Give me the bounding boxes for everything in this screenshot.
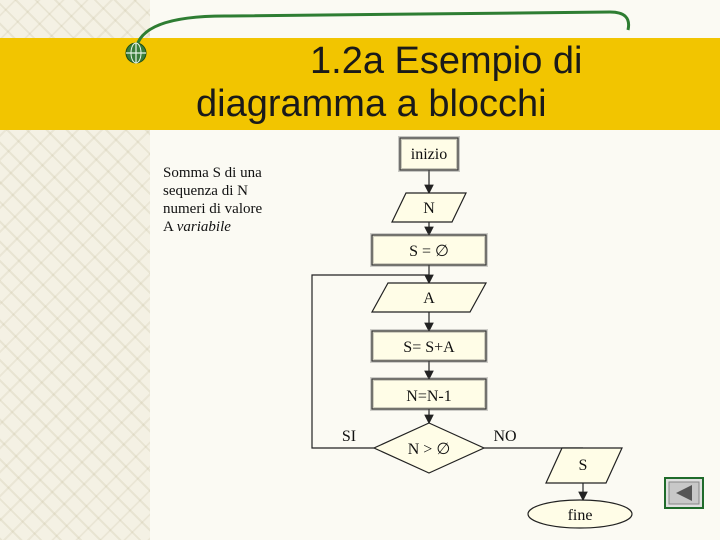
loop-back-connector: [311, 274, 429, 449]
page-title: 1.2a Esempio di diagramma a blocchi: [160, 40, 640, 126]
input-a-node: A: [370, 282, 488, 313]
no-branch-label: NO: [493, 428, 516, 445]
sum-label: S= S+A: [403, 339, 455, 356]
description-italic: variabile: [176, 219, 231, 235]
decorative-swoosh: [134, 10, 631, 51]
input-n-label: N: [423, 200, 435, 217]
title-line-1: 1.2a Esempio di: [310, 40, 583, 82]
sum-node: S= S+A: [370, 329, 488, 363]
globe-bullet-icon: [125, 42, 147, 64]
output-s-label: S: [579, 457, 588, 474]
input-a-label: A: [423, 290, 435, 307]
decrement-node: N=N-1: [370, 377, 488, 411]
output-s-node: S: [545, 447, 623, 484]
description-line-3: numeri di valore: [163, 201, 263, 217]
description-line-4: A variabile: [163, 218, 313, 236]
description-line-1: Somma S di una: [163, 165, 262, 181]
yes-branch-label: SI: [342, 428, 356, 445]
init-s-node: S = ∅: [370, 233, 488, 267]
decision-label: N > ∅: [408, 441, 451, 458]
start-node: inizio: [398, 136, 460, 172]
start-label: inizio: [411, 146, 447, 163]
description-line-2: sequenza di N: [163, 183, 248, 199]
end-node: fine: [527, 499, 633, 529]
description-plain: A: [163, 219, 177, 235]
input-n-node: N: [391, 192, 467, 223]
back-arrow-icon[interactable]: [664, 477, 704, 509]
title-band: [0, 38, 720, 130]
init-s-label: S = ∅: [409, 243, 449, 260]
end-label: fine: [568, 507, 593, 524]
title-line-2: diagramma a blocchi: [196, 83, 547, 125]
decrement-label: N=N-1: [406, 388, 451, 405]
decision-node: N > ∅: [372, 422, 486, 474]
problem-description: Somma S di una sequenza di N numeri di v…: [163, 164, 313, 236]
